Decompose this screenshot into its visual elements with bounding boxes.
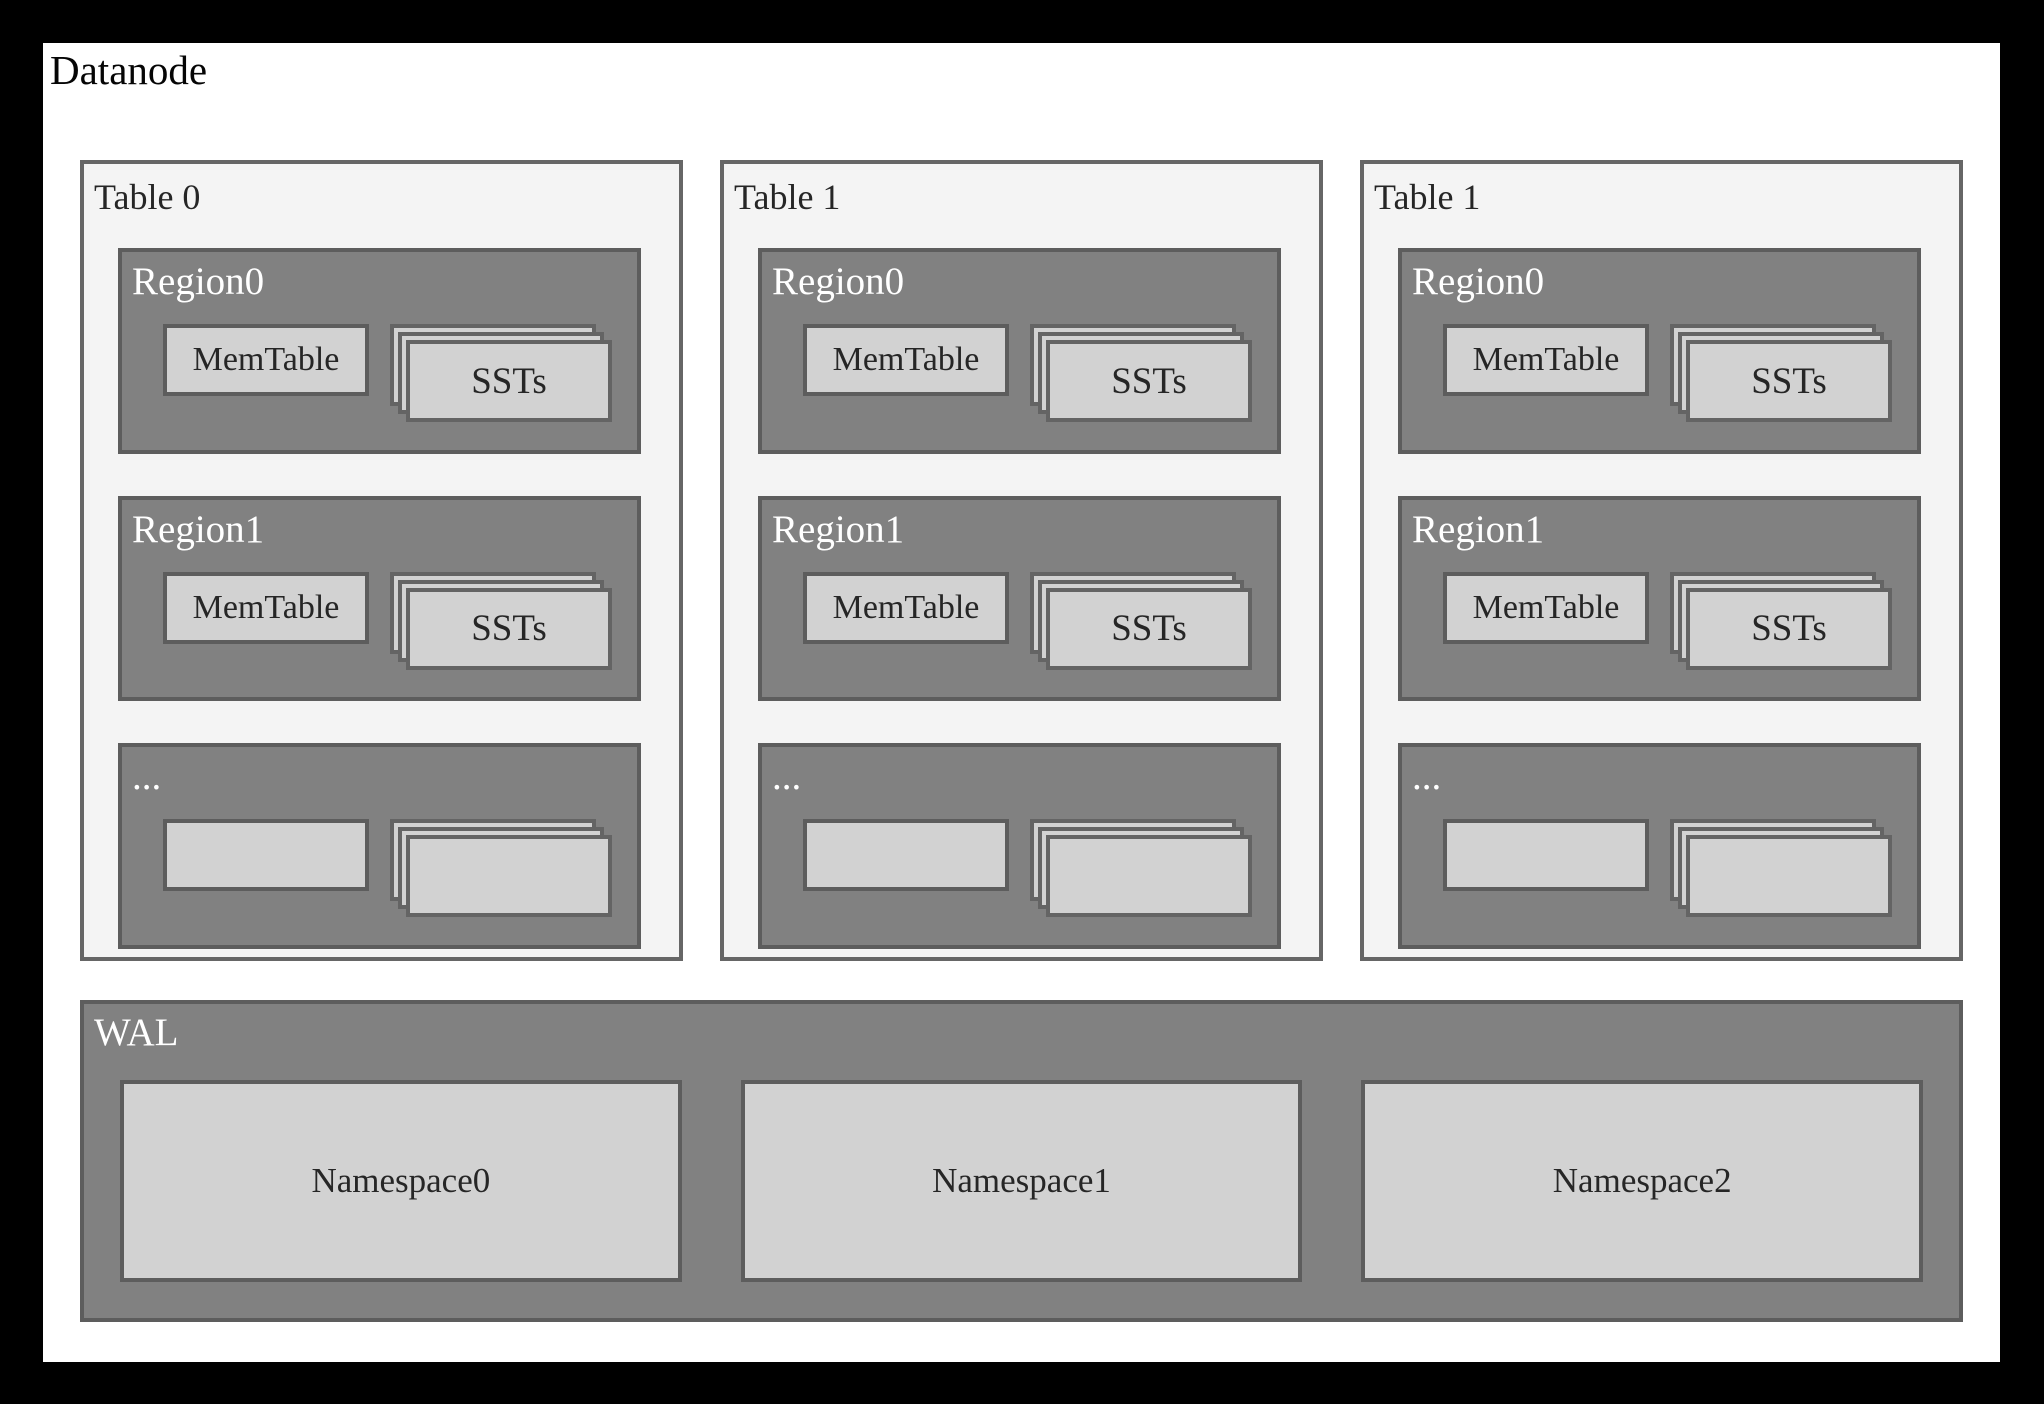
memtable-box: MemTable — [1443, 324, 1649, 396]
region-content: MemTable SSTs — [1443, 571, 1894, 672]
table-label: Table 0 — [94, 177, 201, 217]
ssts-layer-front: SSTs — [1046, 340, 1252, 422]
namespace-box: Namespace2 — [1361, 1080, 1924, 1282]
ssts-layer-front: SSTs — [406, 587, 612, 670]
region-content — [803, 819, 1254, 919]
table-label: Table 1 — [1374, 177, 1481, 217]
wal-label: WAL — [94, 1011, 179, 1054]
region-label: ... — [772, 755, 802, 799]
memtable-box: MemTable — [803, 571, 1009, 644]
namespace-box: Namespace1 — [740, 1080, 1303, 1282]
region-label: ... — [132, 755, 162, 799]
ssts-layer-front: SSTs — [1686, 340, 1892, 422]
ssts-stack: SSTs — [390, 324, 614, 424]
namespace-box: Namespace0 — [120, 1080, 682, 1282]
page-title: Datanode — [50, 47, 208, 93]
region-content — [163, 819, 614, 919]
ssts-layer-front: SSTs — [406, 340, 612, 422]
region-content: MemTable SSTs — [163, 571, 614, 672]
region-content: MemTable SSTs — [803, 571, 1254, 672]
memtable-box: MemTable — [163, 324, 369, 396]
memtable-box — [163, 819, 369, 892]
ssts-layer-front — [1046, 835, 1252, 918]
region-box: ... — [118, 743, 641, 950]
region-label: Region0 — [1412, 260, 1545, 303]
region-label: Region1 — [772, 507, 905, 551]
region-box: ... — [758, 743, 1281, 950]
ssts-stack — [1670, 819, 1894, 919]
memtable-box: MemTable — [803, 324, 1009, 396]
ssts-layer-front: SSTs — [1046, 587, 1252, 670]
region-content: MemTable SSTs — [163, 324, 614, 424]
region-label: Region1 — [132, 507, 265, 551]
ssts-stack — [1030, 819, 1254, 919]
ssts-stack: SSTs — [390, 571, 614, 672]
memtable-box: MemTable — [1443, 571, 1649, 644]
wal-namespaces: Namespace0 Namespace1 Namespace2 — [120, 1080, 1924, 1282]
ssts-stack: SSTs — [1030, 324, 1254, 424]
ssts-stack — [390, 819, 614, 919]
memtable-box: MemTable — [163, 571, 369, 644]
region-label: Region1 — [1412, 507, 1545, 551]
ssts-layer-front — [1686, 835, 1892, 918]
region-label: ... — [1412, 755, 1442, 799]
wal-box: WAL Namespace0 Namespace1 Namespace2 — [80, 1000, 1963, 1322]
ssts-stack: SSTs — [1670, 324, 1894, 424]
ssts-stack: SSTs — [1030, 571, 1254, 672]
region-content — [1443, 819, 1894, 919]
region-label: Region0 — [132, 260, 265, 303]
table-label: Table 1 — [734, 177, 841, 217]
region-box: ... — [1398, 743, 1921, 950]
region-label: Region0 — [772, 260, 905, 303]
region-content: MemTable SSTs — [1443, 324, 1894, 424]
memtable-box — [1443, 819, 1649, 892]
ssts-stack: SSTs — [1670, 571, 1894, 672]
ssts-layer-front: SSTs — [1686, 587, 1892, 670]
ssts-layer-front — [406, 835, 612, 918]
region-content: MemTable SSTs — [803, 324, 1254, 424]
memtable-box — [803, 819, 1009, 892]
